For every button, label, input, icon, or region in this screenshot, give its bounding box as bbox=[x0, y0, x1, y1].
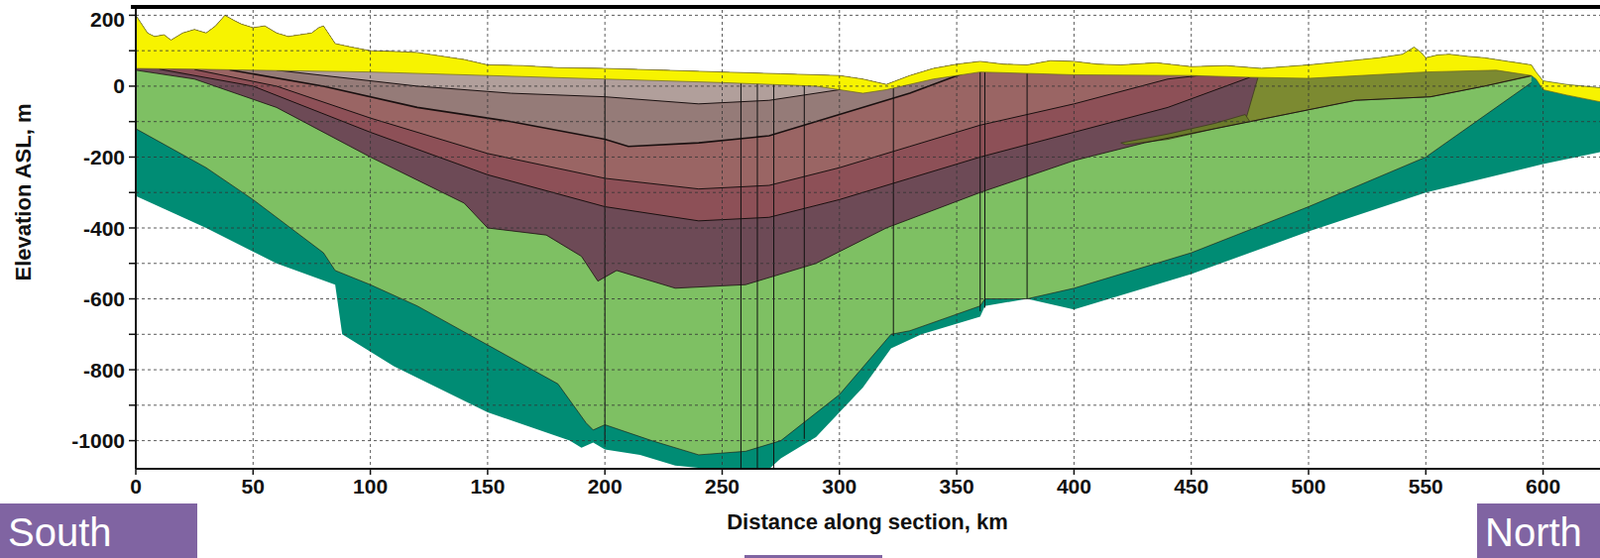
axis-title: Distance along section, km bbox=[726, 511, 1009, 534]
well-line bbox=[756, 83, 758, 469]
tick-mark bbox=[128, 156, 136, 159]
well-line bbox=[984, 72, 986, 309]
well-line bbox=[1027, 71, 1029, 300]
y-tick-label: -1000 bbox=[71, 430, 125, 452]
tick-mark bbox=[128, 334, 136, 337]
grid-line bbox=[135, 85, 1600, 87]
tick-mark bbox=[128, 368, 136, 371]
x-tick-label: 50 bbox=[241, 475, 265, 497]
grid-line bbox=[135, 334, 1600, 336]
tick-mark bbox=[128, 404, 136, 407]
direction-label: North bbox=[1485, 512, 1600, 553]
horizon-line bbox=[159, 69, 1251, 222]
horizon-line bbox=[194, 69, 1215, 190]
tick-mark bbox=[128, 191, 136, 194]
grid-line bbox=[604, 9, 606, 469]
y-tick-label: 200 bbox=[90, 8, 125, 30]
x-tick-label: 200 bbox=[587, 475, 623, 497]
compass-box: North bbox=[1477, 503, 1600, 558]
tick-mark bbox=[128, 227, 136, 229]
x-tick-label: 350 bbox=[939, 475, 975, 497]
grid-line bbox=[486, 9, 488, 469]
cut-off-box bbox=[744, 555, 883, 558]
top-border bbox=[130, 4, 1600, 9]
grid-line bbox=[135, 156, 1600, 158]
grid-line bbox=[135, 369, 1600, 371]
y-axis bbox=[134, 7, 137, 469]
tick-mark bbox=[128, 49, 136, 52]
well-line bbox=[773, 84, 775, 469]
grid-line bbox=[1190, 9, 1192, 469]
grid-line bbox=[135, 262, 1600, 264]
tick-mark bbox=[128, 14, 136, 17]
x-tick-label: 0 bbox=[129, 475, 142, 497]
ground bbox=[135, 0, 1600, 469]
grid-line bbox=[1542, 9, 1544, 469]
x-tick-label: 100 bbox=[352, 475, 388, 497]
well-line bbox=[803, 85, 805, 440]
horizon-line bbox=[135, 82, 1532, 456]
grid-line bbox=[252, 9, 254, 469]
grid-line bbox=[135, 298, 1600, 300]
grid-line bbox=[135, 50, 1600, 52]
y-tick-label: -400 bbox=[83, 218, 125, 239]
well-line bbox=[979, 72, 981, 312]
direction-label: South bbox=[7, 512, 198, 553]
grid-line bbox=[135, 192, 1600, 194]
y-tick-label: 0 bbox=[113, 75, 125, 97]
grid-line bbox=[1308, 9, 1310, 469]
tick-mark bbox=[128, 262, 136, 265]
tick-mark bbox=[128, 120, 136, 123]
grid-line bbox=[369, 9, 371, 469]
y-tick-label: -800 bbox=[83, 359, 125, 381]
tick-mark bbox=[128, 298, 136, 301]
grid-line bbox=[1073, 9, 1075, 469]
plot-area bbox=[135, 0, 1600, 469]
surface-deposits bbox=[135, 14, 1600, 103]
horizon-line bbox=[135, 70, 1532, 289]
x-tick-label: 550 bbox=[1408, 475, 1444, 497]
axis-title: Elevation ASL, m bbox=[12, 104, 35, 282]
x-tick-label: 150 bbox=[469, 475, 505, 497]
well-line bbox=[740, 82, 742, 469]
x-tick-label: 300 bbox=[821, 475, 857, 497]
y-tick-label: -600 bbox=[83, 288, 125, 310]
x-tick-label: 400 bbox=[1056, 475, 1092, 497]
tick-mark bbox=[128, 440, 136, 443]
compass-box: South bbox=[0, 503, 198, 558]
grid-line bbox=[135, 120, 1600, 122]
grid-line bbox=[135, 404, 1600, 406]
basement-layer bbox=[135, 0, 1600, 469]
tick-mark bbox=[128, 85, 136, 88]
mauve-layer bbox=[135, 0, 1534, 289]
grid bbox=[128, 9, 1600, 475]
brown-layer bbox=[194, 0, 1215, 190]
dark-olive-wedge bbox=[1121, 114, 1251, 145]
grid-line bbox=[135, 440, 1600, 442]
grid-line bbox=[956, 9, 958, 469]
x-tick-label: 600 bbox=[1525, 475, 1561, 497]
grid-line bbox=[135, 228, 1600, 229]
x-tick-label: 450 bbox=[1173, 475, 1209, 497]
x-axis bbox=[135, 467, 1600, 470]
grid-line bbox=[721, 9, 723, 469]
grid-line bbox=[1425, 9, 1427, 469]
grid-line bbox=[838, 9, 840, 469]
x-tick-label: 250 bbox=[704, 475, 740, 497]
grid-line bbox=[135, 14, 1600, 16]
y-tick-label: -200 bbox=[83, 146, 125, 168]
x-tick-label: 500 bbox=[1290, 475, 1326, 497]
